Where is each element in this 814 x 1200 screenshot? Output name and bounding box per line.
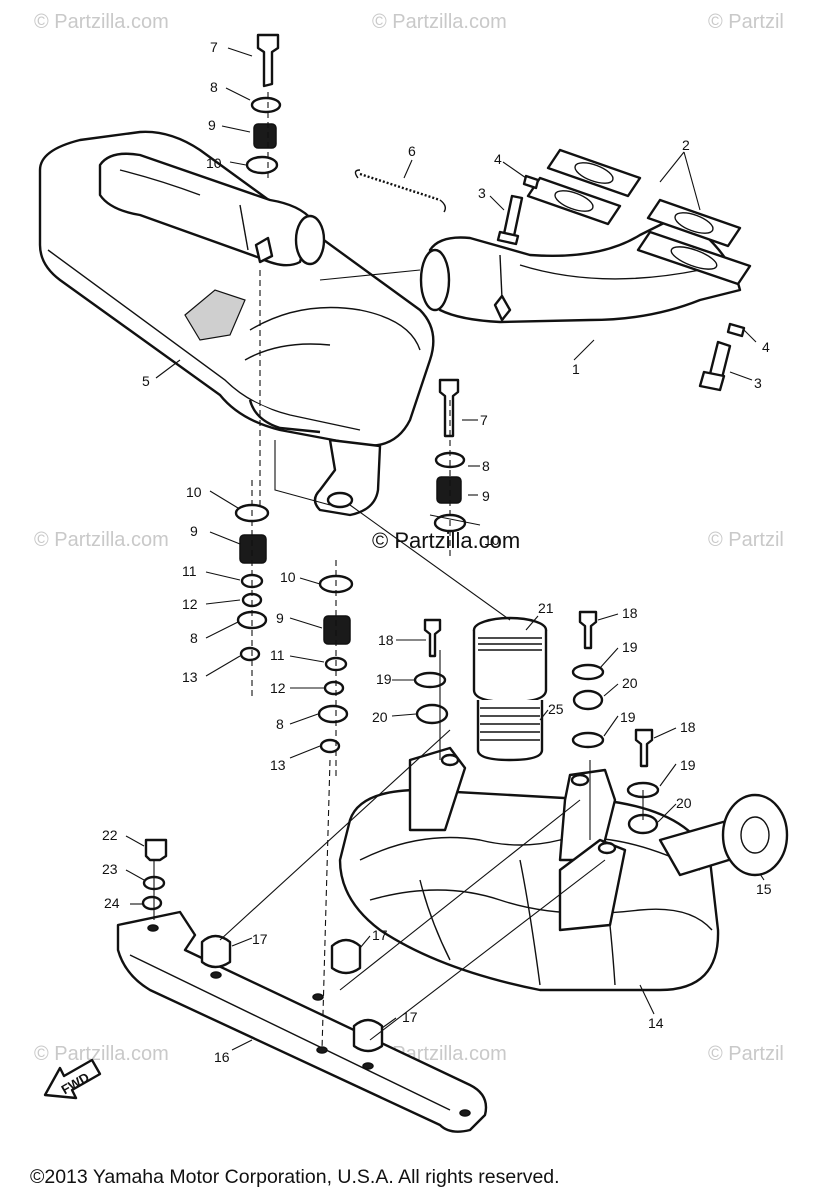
spring-part-6 <box>354 169 447 213</box>
part-label-14: 14 <box>648 1015 664 1031</box>
part-label-12: 12 <box>270 680 286 696</box>
part-label-4: 4 <box>762 339 770 355</box>
part-label-21: 21 <box>538 600 554 616</box>
upper-mount-hardware <box>245 33 282 180</box>
part-label-8: 8 <box>276 716 284 732</box>
part-label-1: 1 <box>572 361 580 377</box>
part-label-25: 25 <box>548 701 564 717</box>
part-label-10: 10 <box>484 532 500 548</box>
watermark: © Partzilla.com <box>372 11 507 33</box>
part-label-8: 8 <box>210 79 218 95</box>
part-label-15: 15 <box>756 881 772 897</box>
part-label-11: 11 <box>270 647 285 663</box>
exhaust-pipe-part-1 <box>419 148 752 324</box>
part-label-20: 20 <box>372 709 388 725</box>
part-label-22: 22 <box>102 827 118 843</box>
part-label-19: 19 <box>376 671 392 687</box>
part-label-20: 20 <box>622 675 638 691</box>
part-label-10: 10 <box>206 155 222 171</box>
gasket-part-2 <box>526 148 752 286</box>
part-label-9: 9 <box>208 117 216 133</box>
copyright-notice: ©2013 Yamaha Motor Corporation, U.S.A. A… <box>30 1166 560 1188</box>
part-label-10: 10 <box>186 484 202 500</box>
part-label-5: 5 <box>142 373 150 389</box>
part-label-19: 19 <box>622 639 638 655</box>
bolt-part-3-lower <box>698 322 746 392</box>
part-label-18: 18 <box>622 605 638 621</box>
part-label-10: 10 <box>280 569 296 585</box>
alignment-lines <box>153 269 644 1051</box>
part-number-labels: 7 8 9 10 6 4 3 2 1 4 3 5 7 8 9 10 10 9 1… <box>102 39 772 1065</box>
connector-pipe-part-21 <box>472 616 548 762</box>
damper-part-17 <box>200 934 384 1070</box>
part-label-24: 24 <box>104 895 120 911</box>
watermark: © Partzil <box>708 11 784 33</box>
watermark: © Partzilla.com <box>34 529 169 551</box>
part-label-17: 17 <box>252 931 268 947</box>
watermark: © Partzilla.com <box>34 1043 169 1065</box>
part-label-19: 19 <box>680 757 696 773</box>
part-label-17: 17 <box>372 927 388 943</box>
part-label-17: 17 <box>402 1009 418 1025</box>
part-label-9: 9 <box>276 610 284 626</box>
watermark: © Partzilla.com <box>34 11 169 33</box>
part-label-8: 8 <box>190 630 198 646</box>
part-label-16: 16 <box>214 1049 230 1065</box>
watermark: © Partzil <box>708 529 784 551</box>
part-label-20: 20 <box>676 795 692 811</box>
part-label-3: 3 <box>754 375 762 391</box>
part-label-3: 3 <box>478 185 486 201</box>
part-label-7: 7 <box>480 412 488 428</box>
center-watermark: © Partzilla.com <box>372 528 520 553</box>
part-label-4: 4 <box>494 151 502 167</box>
part-label-9: 9 <box>482 488 490 504</box>
part-label-18: 18 <box>378 632 394 648</box>
part-label-23: 23 <box>102 861 118 877</box>
part-label-13: 13 <box>182 669 198 685</box>
part-label-19: 19 <box>620 709 636 725</box>
part-label-9: 9 <box>190 523 198 539</box>
leader-lines <box>125 47 765 1051</box>
part-label-2: 2 <box>682 137 690 153</box>
part-label-13: 13 <box>270 757 286 773</box>
upper-muffler-part-5 <box>38 130 435 517</box>
part-label-7: 7 <box>210 39 218 55</box>
part-label-6: 6 <box>408 143 416 159</box>
part-label-8: 8 <box>482 458 490 474</box>
part-label-18: 18 <box>680 719 696 735</box>
part-label-12: 12 <box>182 596 198 612</box>
lower-muffler-part-14 <box>338 746 789 992</box>
part-label-11: 11 <box>182 563 197 579</box>
watermark: © Partzil <box>708 1043 784 1065</box>
bolt-part-3-upper <box>496 174 540 246</box>
forward-arrow: FWD <box>43 1058 102 1100</box>
